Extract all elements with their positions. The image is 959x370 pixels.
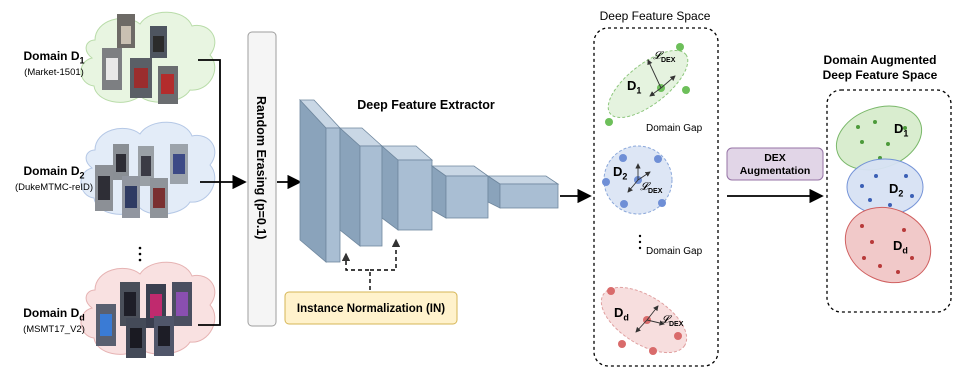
person-thumbnails-domain-1	[102, 14, 178, 104]
cluster-d2	[602, 145, 673, 215]
domain-1-name: Domain D1	[23, 49, 85, 66]
dex-augmentation-line2: Augmentation	[740, 165, 811, 177]
instance-norm-arrows	[341, 238, 401, 290]
cluster-d1-loss: 𝓛DEX	[653, 50, 676, 65]
instance-norm-label: Instance Normalization (IN)	[297, 303, 445, 315]
extractor-title: Deep Feature Extractor	[357, 98, 495, 112]
cluster-dd-label: Dd	[614, 305, 629, 323]
aug-cluster-d2-label: D2	[889, 181, 904, 199]
dex-augmentation-box	[726, 147, 824, 181]
augmented-title-line2: Deep Feature Space	[823, 68, 938, 82]
aug-cluster-d1-label: D1	[894, 121, 909, 139]
dex-augmentation-line1: DEX	[764, 152, 786, 164]
random-erasing-label: Random Erasing (p=0.1)	[254, 96, 268, 239]
domain-gap-label-1: Domain Gap	[646, 123, 703, 134]
cluster-dd	[600, 286, 688, 355]
cluster-d2-loss: 𝓛DEX	[640, 181, 663, 196]
feature-space-title: Deep Feature Space	[600, 9, 711, 23]
domain-connectors	[198, 59, 247, 326]
domain-gap-label-2: Domain Gap	[646, 246, 703, 257]
domain-2-source: (DukeMTMC-reID)	[14, 182, 94, 193]
person-thumbnails-domain-d	[96, 282, 192, 358]
aug-cluster-dd	[844, 206, 932, 284]
feature-space-box	[593, 27, 719, 367]
domain-1-source: (Market-1501)	[24, 67, 84, 78]
instance-norm-box	[284, 291, 458, 325]
cluster-ellipsis	[638, 234, 642, 250]
person-thumbnails-domain-2	[95, 144, 188, 218]
cluster-d1	[605, 43, 690, 126]
cluster-d2-label: D2	[613, 164, 628, 182]
domain-d-source: (MSMT17_V2)	[23, 324, 85, 335]
cluster-d1-label: D1	[627, 78, 642, 96]
domain-ellipsis	[138, 246, 142, 262]
aug-cluster-dd-label: Dd	[893, 238, 908, 256]
augmented-space-box	[826, 89, 952, 313]
random-erasing-block	[247, 31, 277, 327]
domain-d-name: Domain Dd	[23, 306, 85, 323]
feature-extractor-blocks	[299, 98, 560, 263]
cluster-dd-loss: 𝓛DEX	[661, 314, 684, 329]
aug-cluster-d2	[846, 158, 924, 216]
augmented-title-line1: Domain Augmented	[824, 53, 937, 67]
domain-2-name: Domain D2	[23, 164, 85, 181]
